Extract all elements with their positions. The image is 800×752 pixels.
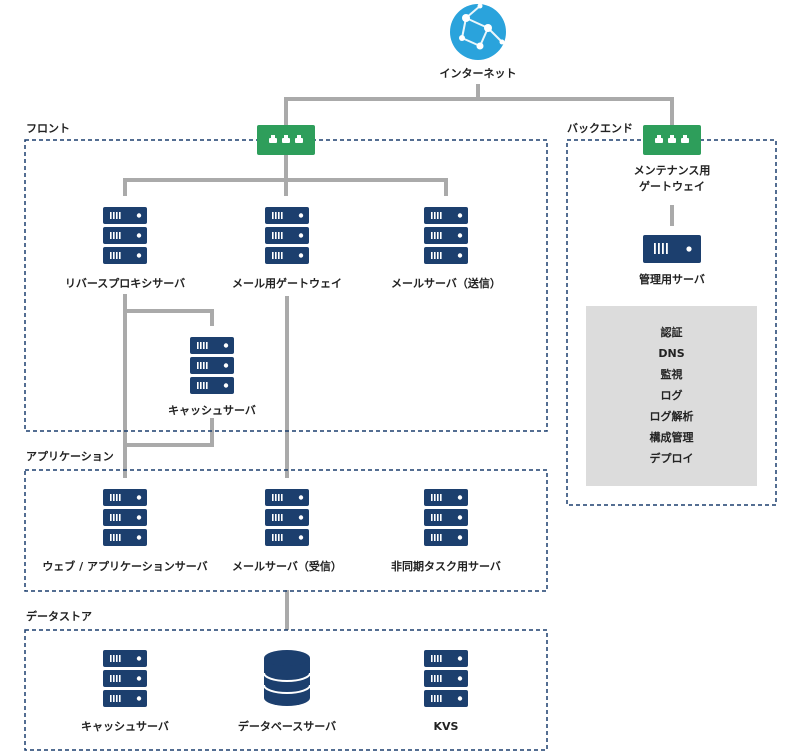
reverse-proxy-label: リバースプロキシサーバ xyxy=(64,277,186,290)
management-functions-panel xyxy=(586,306,757,486)
globe-icon xyxy=(450,3,506,60)
mgmt-function-item: DNS xyxy=(658,347,685,360)
connection-lines xyxy=(123,84,674,630)
maint-gateway-label-line2: ゲートウェイ xyxy=(639,180,705,193)
application-section-title: アプリケーション xyxy=(26,450,114,463)
front-section-title: フロント xyxy=(26,122,70,135)
backend-section-title: バックエンド xyxy=(567,122,633,135)
maint-gateway-label-line1: メンテナンス用 xyxy=(633,164,711,177)
mail-receive-label: メールサーバ（受信） xyxy=(232,560,342,573)
datastore-section-border xyxy=(24,629,548,751)
application-section-border xyxy=(24,469,548,592)
mgmt-function-item: 監視 xyxy=(660,368,683,381)
database-icon xyxy=(263,650,311,706)
mgmt-function-item: ログ xyxy=(660,389,683,402)
datastore-section-title: データストア xyxy=(26,610,92,623)
kvs-server-icon xyxy=(424,650,468,707)
async-task-server-icon xyxy=(424,489,468,546)
kvs-label: KVS xyxy=(433,720,459,733)
mgmt-function-item: デプロイ xyxy=(649,452,694,465)
database-label: データベースサーバ xyxy=(237,720,337,733)
mgmt-function-item: 構成管理 xyxy=(649,431,694,444)
mail-gateway-label: メール用ゲートウェイ xyxy=(232,277,342,290)
cache-store-label: キャッシュサーバ xyxy=(81,720,169,733)
mail-gateway-server-icon xyxy=(265,207,309,264)
mail-send-label: メールサーバ（送信） xyxy=(391,277,501,290)
mail-send-server-icon xyxy=(424,207,468,264)
cache-front-label: キャッシュサーバ xyxy=(168,404,256,417)
mgmt-function-item: ログ解析 xyxy=(649,410,694,423)
async-task-label: 非同期タスク用サーバ xyxy=(391,560,501,573)
internet-label: インターネット xyxy=(439,67,517,80)
web-app-label: ウェブ / アプリケーションサーバ xyxy=(42,560,208,573)
mail-receive-server-icon xyxy=(265,489,309,546)
reverse-proxy-server-icon xyxy=(103,207,147,264)
management-functions-list: 認証 DNS 監視 ログ ログ解析 構成管理 デプロイ xyxy=(586,322,757,469)
mgmt-function-item: 認証 xyxy=(660,326,683,339)
management-server-icon xyxy=(643,235,701,263)
cache-front-server-icon xyxy=(190,337,234,394)
backend-switch-icon xyxy=(643,125,701,155)
mgmt-server-label: 管理用サーバ xyxy=(639,273,705,286)
front-switch-icon xyxy=(257,125,315,155)
web-app-server-icon xyxy=(103,489,147,546)
cache-store-server-icon xyxy=(103,650,147,707)
